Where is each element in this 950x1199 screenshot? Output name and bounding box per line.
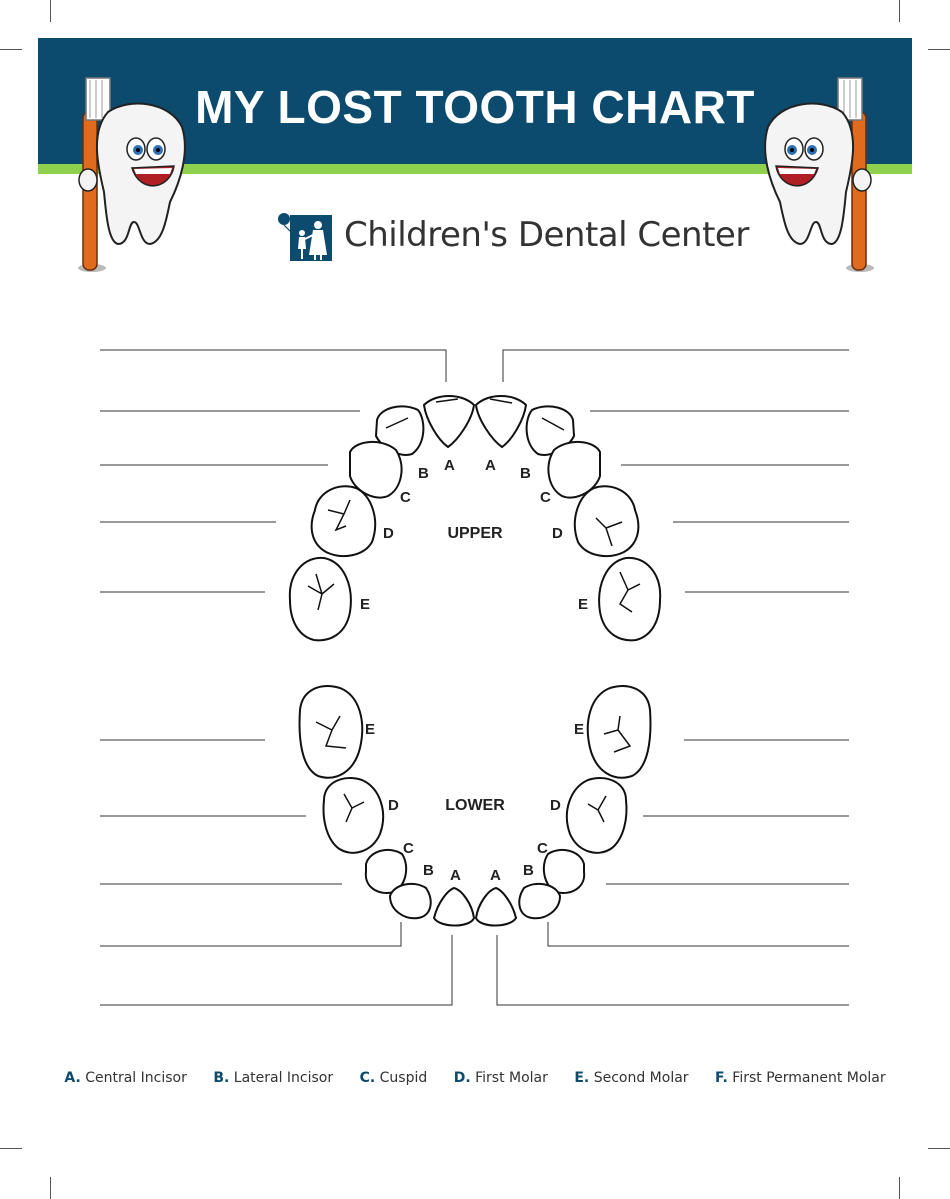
label-upper-b-left: B xyxy=(418,465,429,482)
crop-mark xyxy=(899,1177,900,1199)
legend-item-e: E. Second Molar xyxy=(574,1070,688,1086)
label-upper-a-right: A xyxy=(485,457,496,474)
legend-item-d: D. First Molar xyxy=(454,1070,548,1086)
legend-key: A. xyxy=(64,1070,81,1086)
legend-key: F. xyxy=(715,1070,728,1086)
brand-name: Children's Dental Center xyxy=(344,215,749,255)
legend-item-f: F. First Permanent Molar xyxy=(715,1070,886,1086)
legend-key: E. xyxy=(574,1070,590,1086)
tooth-letters: A A B B C C D D E E E E D D C C B B A A xyxy=(360,457,588,884)
legend-label: Second Molar xyxy=(593,1070,689,1086)
crop-mark xyxy=(928,1148,950,1149)
label-lower-a-right: A xyxy=(490,867,501,884)
label-upper-e-left: E xyxy=(360,596,370,613)
header-stripe xyxy=(38,164,912,174)
label-upper-e-right: E xyxy=(578,596,588,613)
crop-mark xyxy=(899,0,900,22)
legend-item-a: A. Central Incisor xyxy=(64,1070,187,1086)
crop-mark xyxy=(0,49,22,50)
lower-label: LOWER xyxy=(445,797,505,814)
label-lower-b-left: B xyxy=(423,862,434,879)
family-balloon-icon xyxy=(276,211,332,261)
legend-key: C. xyxy=(359,1070,376,1086)
label-upper-d-left: D xyxy=(383,525,394,542)
legend-key: B. xyxy=(213,1070,230,1086)
legend-label: Lateral Incisor xyxy=(233,1070,334,1086)
upper-label: UPPER xyxy=(447,525,503,542)
legend-label: Central Incisor xyxy=(85,1070,187,1086)
brand-logo: Children's Dental Center xyxy=(276,210,749,261)
label-upper-c-left: C xyxy=(400,489,411,506)
label-lower-b-right: B xyxy=(523,862,534,879)
label-lower-e-right: E xyxy=(574,721,584,738)
legend-item-c: C. Cuspid xyxy=(360,1070,428,1086)
legend-label: First Molar xyxy=(475,1070,548,1086)
label-upper-b-right: B xyxy=(520,465,531,482)
write-lines xyxy=(100,349,849,1006)
page-title: MY LOST TOOTH CHART xyxy=(195,81,755,133)
label-lower-a-left: A xyxy=(450,867,461,884)
legend-label: Cuspid xyxy=(379,1070,428,1086)
label-upper-c-right: C xyxy=(540,489,551,506)
label-lower-d-left: D xyxy=(388,797,399,814)
legend: A. Central Incisor B. Lateral Incisor C.… xyxy=(0,1070,950,1086)
upper-teeth xyxy=(288,395,662,642)
crop-mark xyxy=(50,0,51,22)
tooth-mascot-right-icon xyxy=(764,77,874,272)
label-upper-d-right: D xyxy=(552,525,563,542)
label-lower-c-right: C xyxy=(537,840,548,857)
lower-teeth xyxy=(298,685,652,927)
label-lower-c-left: C xyxy=(403,840,414,857)
label-lower-d-right: D xyxy=(550,797,561,814)
legend-item-b: B. Lateral Incisor xyxy=(213,1070,333,1086)
legend-key: D. xyxy=(453,1070,471,1086)
crop-mark xyxy=(928,49,950,50)
crop-mark xyxy=(50,1177,51,1199)
label-upper-a-left: A xyxy=(444,457,455,474)
legend-label: First Permanent Molar xyxy=(732,1070,886,1086)
crop-mark xyxy=(0,1148,22,1149)
tooth-mascot-left-icon xyxy=(78,77,186,272)
label-lower-e-left: E xyxy=(365,721,375,738)
